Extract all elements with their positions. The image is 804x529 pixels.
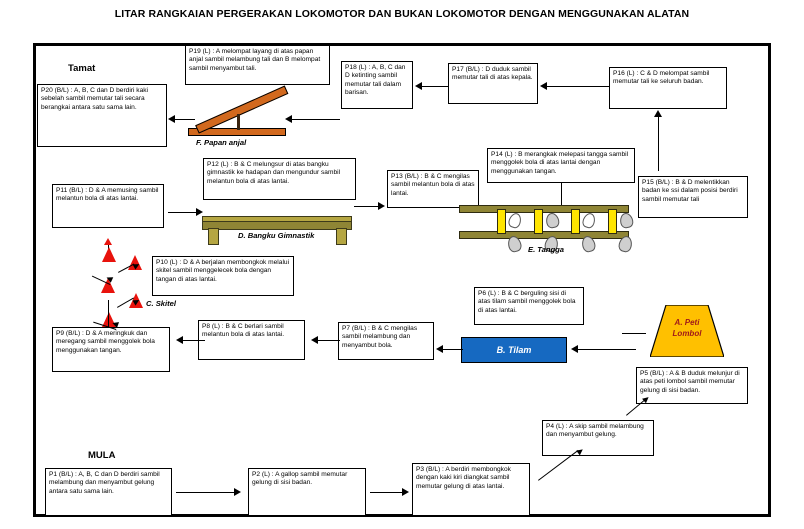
station-P7[interactable]: P7 (B/L) : B & C mengilas sambil melambu…: [338, 322, 434, 360]
station-P9[interactable]: P9 (B/L) : D & A meringkuk dan meregang …: [52, 327, 170, 372]
station-P6[interactable]: P6 (L) : B & C berguling sisi di atas ti…: [474, 287, 584, 325]
station-P3[interactable]: P3 (B/L) : A berdiri membongkok dengan k…: [412, 463, 530, 516]
page-title: LITAR RANGKAIAN PERGERAKAN LOKOMOTOR DAN…: [114, 8, 690, 20]
arrow-p1-p2-line: [176, 492, 234, 493]
arrow-peti-tilam-head: [571, 345, 578, 353]
arrow-p16-p17-line: [547, 86, 609, 87]
station-P1[interactable]: P1 (B/L) : A, B, C dan D berdiri sambil …: [45, 468, 172, 516]
arrow-p7-p8-line: [318, 340, 340, 341]
arrow-p8-p9-line: [183, 340, 205, 341]
station-P13[interactable]: P13 (B/L) : B & C mengilas sambil melant…: [387, 170, 479, 208]
peti-lombol-shape: [650, 305, 724, 357]
arrow-p18-papan-line: [292, 119, 340, 120]
station-P20[interactable]: P20 (B/L) : A, B, C dan D berdiri kaki s…: [37, 84, 167, 147]
label-tamat: Tamat: [68, 63, 96, 74]
arrow-p11-bangku-head: [196, 208, 203, 216]
station-P17[interactable]: P17 (B/L) : D duduk sambil memutar tali …: [448, 63, 538, 104]
apparatus-label-papan-anjal: F. Papan anjal: [196, 138, 247, 147]
arrow-bangku-p13-head: [378, 202, 385, 210]
station-P12[interactable]: P12 (L) : B & C melungsur di atas bangku…: [203, 158, 356, 200]
arrow-p10-p11-head: [104, 238, 112, 245]
arrow-p15-p16-head: [654, 110, 662, 117]
station-P10[interactable]: P10 (L) : D & A berjalan membongkok mela…: [152, 256, 294, 296]
arrow-tilam-p7-line: [443, 349, 463, 350]
arrow-p16-p17-head: [540, 82, 547, 90]
arrow-p2-p3-line: [370, 492, 402, 493]
apparatus-peti-lombol: A. Peti Lombol: [650, 305, 724, 357]
arrow-p17-p18-line: [422, 86, 448, 87]
arrow-bangku-p13-line: [354, 206, 378, 207]
arrow-p11-bangku-line: [168, 212, 196, 213]
apparatus-label-skitel: C. Skitel: [146, 299, 176, 308]
arrow-p1-p2-head: [234, 488, 241, 496]
apparatus-label-bangku: D. Bangku Gimnastik: [238, 231, 315, 240]
arrow-p15-p16-line: [658, 116, 659, 171]
station-P19[interactable]: P19 (L) : A melompat layang di atas papa…: [185, 45, 330, 85]
arrow-papan-p20-head: [168, 115, 175, 123]
arrow-p8-p9-head: [176, 336, 183, 344]
peti-lombol-label: A. Peti Lombol: [672, 318, 702, 338]
station-P2[interactable]: P2 (L) : A gallop sambil memutar gelung …: [248, 468, 366, 516]
arrow-peti-in-line: [622, 333, 646, 334]
apparatus-label-tangga: E. Tangga: [528, 245, 565, 254]
station-P15[interactable]: P15 (B/L) : B & D melentikkan badan ke s…: [638, 176, 748, 218]
connector-p14-tangga: [561, 183, 562, 205]
arrow-p17-p18-head: [415, 82, 422, 90]
arrow-p18-papan-head: [285, 115, 292, 123]
apparatus-tilam: B. Tilam: [461, 337, 567, 363]
station-P5[interactable]: P5 (B/L) : A & B duduk melunjur di atas …: [636, 367, 748, 404]
connector-p9-p10: [108, 300, 109, 328]
label-mula: MULA: [88, 450, 116, 461]
station-P14[interactable]: P14 (L) : B merangkak melepasi tangga sa…: [487, 148, 635, 183]
arrow-papan-p20-line: [175, 119, 195, 120]
station-P18[interactable]: P18 (L) : A, B, C dan D ketinting sambil…: [341, 61, 413, 109]
arrow-tilam-p7-head: [436, 345, 443, 353]
station-P8[interactable]: P8 (L) : B & C berlari sambil melantun b…: [198, 320, 305, 360]
arrow-p2-p3-head: [402, 488, 409, 496]
arrow-p7-p8-head: [311, 336, 318, 344]
station-P11[interactable]: P11 (B/L) : D & A memusing sambil melant…: [52, 184, 164, 228]
station-P16[interactable]: P16 (L) : C & D melompat sambil memutar …: [609, 67, 727, 109]
station-P4[interactable]: P4 (L) : A skip sambil melambung dan men…: [542, 420, 654, 456]
arrow-peti-tilam-line: [578, 349, 636, 350]
